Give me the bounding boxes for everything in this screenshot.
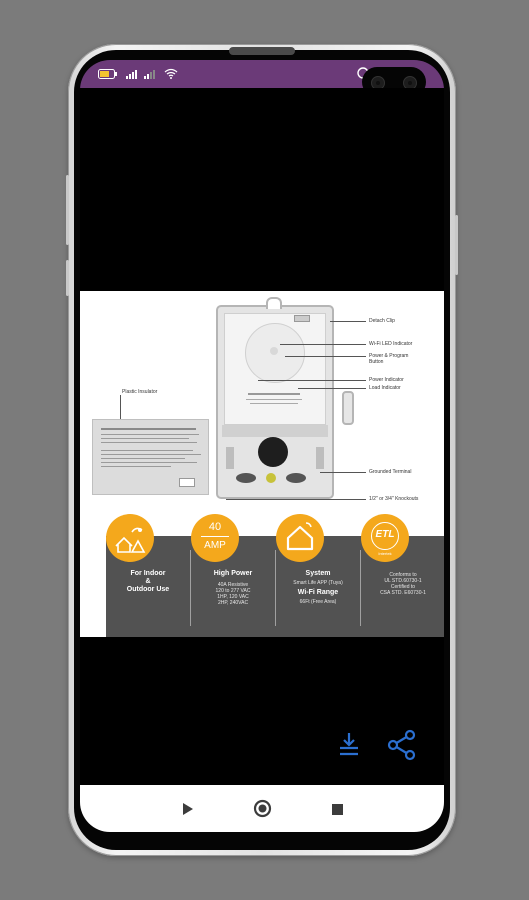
feature-title: High Power — [213, 570, 253, 577]
callout-knockouts: 1/2" or 3/4" Knockouts — [369, 496, 419, 502]
feature-high-power: 40 AMP High Power 40A Resistive 120 to 2… — [191, 514, 275, 637]
feature-certification: ETL Intertek Conforms to UL STD.60730-1 … — [361, 514, 444, 637]
home-circle-icon[interactable] — [253, 799, 272, 823]
download-button[interactable] — [336, 729, 362, 764]
feature-details: Conforms to UL STD.60730-1 Certified to … — [380, 572, 426, 596]
callout-grounded-terminal: Grounded Terminal — [369, 469, 412, 475]
divider — [275, 550, 276, 626]
callout-power-program: Power & Program Button — [369, 353, 409, 365]
signal-icon — [126, 69, 140, 81]
feature-subtitle: Smart Life APP (Tuya) — [293, 580, 343, 586]
wifi-icon — [164, 68, 178, 81]
etl-listed-icon: ETL Intertek — [361, 514, 409, 562]
indoor-outdoor-icon — [106, 514, 154, 562]
feature-title-2: Wi-Fi Range — [297, 589, 339, 596]
power-button — [455, 215, 458, 275]
divider — [190, 550, 191, 626]
feature-band: For Indoor & Outdoor Use 40 AMP High Pow… — [106, 514, 444, 637]
feature-system: System Smart Life APP (Tuya) Wi-Fi Range… — [276, 514, 360, 637]
signal-icon — [144, 69, 158, 81]
share-icon — [386, 729, 418, 765]
plastic-insulator-illustration — [92, 419, 209, 495]
callout-load-indicator: Load Indicator — [369, 385, 401, 391]
feature-title: System — [305, 570, 331, 577]
feature-title: For Indoor & Outdoor Use — [126, 570, 170, 593]
divider — [360, 550, 361, 626]
navigation-bar — [80, 785, 444, 832]
callout-wifi-led: Wi-Fi LED Indicator — [369, 341, 413, 347]
home-icon — [276, 514, 324, 562]
volume-button — [66, 175, 69, 245]
feature-indoor-outdoor: For Indoor & Outdoor Use — [106, 514, 190, 637]
share-button[interactable] — [386, 729, 418, 766]
amp-icon: 40 AMP — [191, 514, 239, 562]
earpiece-speaker — [229, 47, 295, 55]
timer-enclosure-illustration — [216, 297, 334, 499]
feature-details: 66Ft (Free Area) — [299, 599, 337, 605]
callout-detach-clip: Detach Clip — [369, 318, 395, 324]
callout-power-indicator: Power Indicator — [369, 377, 404, 383]
padlock-hasp — [342, 391, 354, 425]
battery-icon — [98, 69, 118, 81]
screen: Plastic Insulator — [80, 60, 444, 832]
download-icon — [336, 733, 362, 763]
recents-square-icon[interactable] — [332, 803, 344, 821]
callout-plastic-insulator: Plastic Insulator — [122, 389, 158, 395]
product-image: Plastic Insulator — [80, 291, 444, 637]
feature-details: 40A Resistive 120 to 277 VAC 1HP, 120 VA… — [215, 582, 251, 606]
bixby-button — [66, 260, 69, 296]
back-triangle-icon[interactable] — [182, 802, 194, 821]
image-viewer[interactable]: Plastic Insulator — [80, 88, 444, 785]
callout-line — [120, 395, 121, 419]
